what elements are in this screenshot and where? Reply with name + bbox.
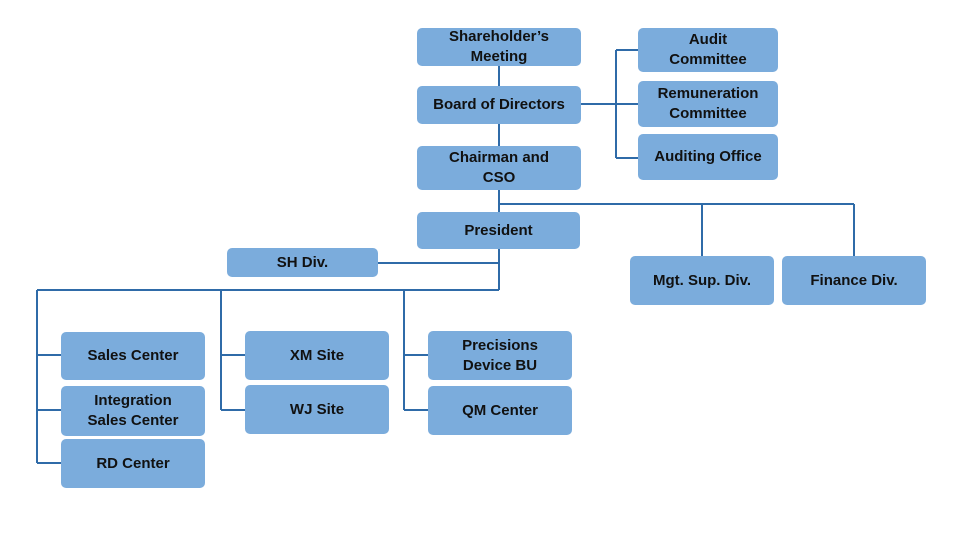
finance-div-box: Finance Div. xyxy=(782,256,926,305)
auditing-office-box: Auditing Office xyxy=(638,134,778,180)
connector-middle-branch xyxy=(220,290,245,411)
integration-sales-center-box: Integration Sales Center xyxy=(61,386,205,436)
connector-board-committees xyxy=(580,49,638,159)
sales-center-box: Sales Center xyxy=(61,332,205,380)
qm-center-box: QM Center xyxy=(428,386,572,435)
mgt-sup-div-box: Mgt. Sup. Div. xyxy=(630,256,774,305)
president-box: President xyxy=(417,212,580,249)
connector-chairman-divisions xyxy=(499,203,855,256)
chairman-cso-box: Chairman and CSO xyxy=(417,146,581,190)
xm-site-box: XM Site xyxy=(245,331,389,380)
shareholders-meeting-box: Shareholder’s Meeting xyxy=(417,28,581,66)
audit-committee-box: Audit Committee xyxy=(638,28,778,72)
sh-div-box: SH Div. xyxy=(227,248,378,277)
rd-center-box: RD Center xyxy=(61,439,205,488)
precisions-device-bu-box: Precisions Device BU xyxy=(428,331,572,380)
connector-right-branch xyxy=(403,290,428,411)
remuneration-committee-box: Remuneration Committee xyxy=(638,81,778,127)
wj-site-box: WJ Site xyxy=(245,385,389,434)
connector-left-branch xyxy=(36,290,61,464)
board-of-directors-box: Board of Directors xyxy=(417,86,581,124)
